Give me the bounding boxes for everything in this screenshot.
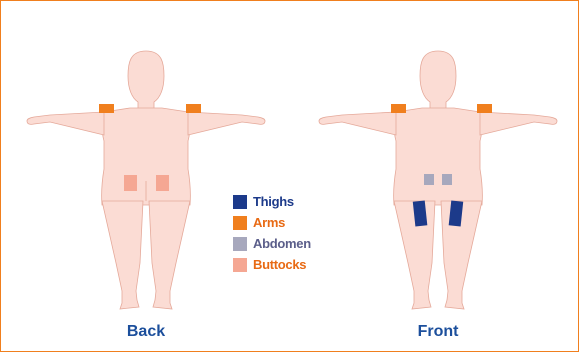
arms-label: Arms bbox=[253, 215, 285, 230]
front-right-arm-site bbox=[477, 104, 492, 113]
back-left-arm-site bbox=[99, 104, 114, 113]
front-figure bbox=[319, 51, 557, 309]
legend-item-arms: Arms bbox=[233, 212, 311, 233]
back-right-arm-site bbox=[186, 104, 201, 113]
back-left-buttock-site bbox=[124, 175, 137, 191]
front-left-abdomen-site bbox=[424, 174, 434, 185]
thighs-label: Thighs bbox=[253, 194, 294, 209]
legend-item-thighs: Thighs bbox=[233, 191, 311, 212]
legend: Thighs Arms Abdomen Buttocks bbox=[233, 191, 311, 275]
thighs-swatch bbox=[233, 195, 247, 209]
back-figure bbox=[27, 51, 265, 309]
buttocks-label: Buttocks bbox=[253, 257, 306, 272]
front-right-abdomen-site bbox=[442, 174, 452, 185]
buttocks-swatch bbox=[233, 258, 247, 272]
abdomen-label: Abdomen bbox=[253, 236, 311, 251]
arms-swatch bbox=[233, 216, 247, 230]
front-caption: Front bbox=[398, 323, 478, 341]
back-caption: Back bbox=[106, 323, 186, 341]
legend-item-abdomen: Abdomen bbox=[233, 233, 311, 254]
back-right-buttock-site bbox=[156, 175, 169, 191]
legend-item-buttocks: Buttocks bbox=[233, 254, 311, 275]
front-left-arm-site bbox=[391, 104, 406, 113]
abdomen-swatch bbox=[233, 237, 247, 251]
